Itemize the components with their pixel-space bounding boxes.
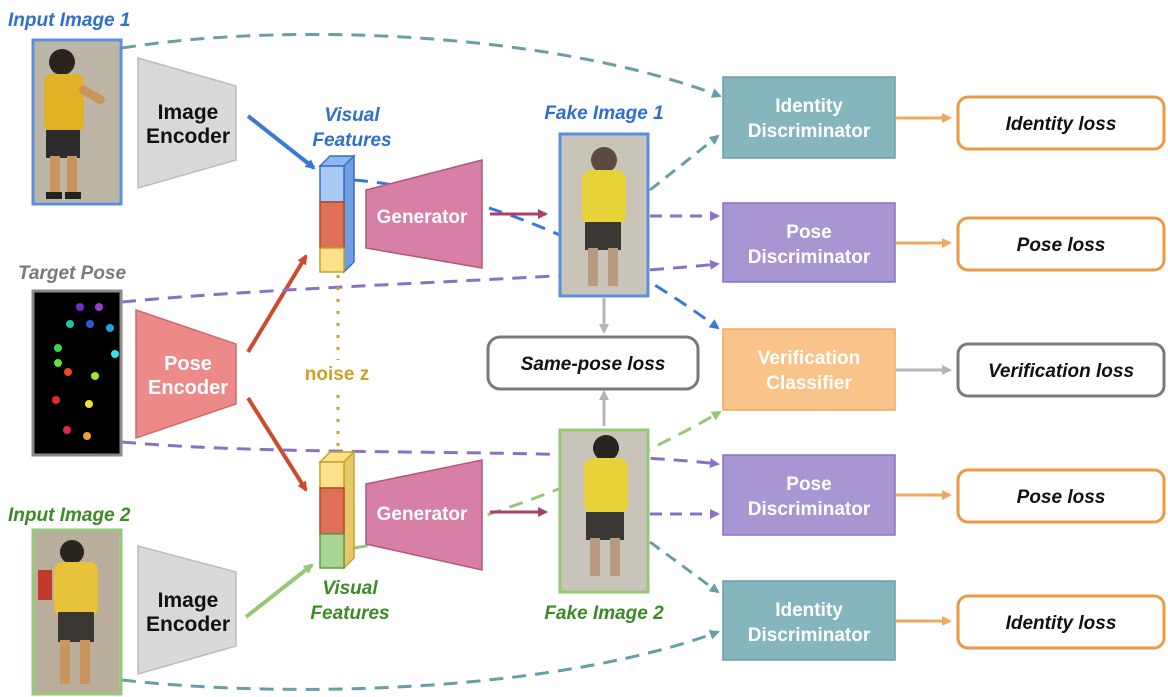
edge-input1-to-identity-disc (121, 32, 722, 98)
image-encoder-1-line1: Image (158, 101, 219, 124)
input-image-1 (31, 38, 123, 206)
image-encoder-2-line2: Encoder (146, 613, 230, 636)
noise-z-label: noise z (305, 364, 369, 385)
identity-discriminator-2: Identity Discriminator (722, 580, 896, 661)
feature-block-yellow (319, 247, 345, 273)
image-encoder-2: Image Encoder (137, 545, 237, 675)
input-image-2-label: Input Image 2 (8, 505, 131, 526)
verification-line1: Verification (758, 348, 860, 369)
edge-pose-encoder-to-features-top (246, 254, 308, 354)
pose-loss-2-label: Pose loss (1017, 487, 1106, 508)
target-pose-label: Target Pose (18, 263, 126, 284)
identity-discriminator-1: Identity Discriminator (722, 76, 896, 159)
pose-loss-box-2: Pose loss (956, 468, 1166, 524)
image-encoder-1-line2: Encoder (146, 125, 230, 148)
pose-keypoints-icon (52, 303, 119, 440)
edge-target-pose-to-pose-disc-1 (121, 259, 720, 304)
pose-disc-2-line2: Discriminator (748, 499, 871, 520)
feature-block-blue (319, 165, 345, 203)
feature-block-red (319, 487, 345, 535)
generator-2-label: Generator (377, 504, 468, 525)
verification-loss-label: Verification loss (988, 361, 1134, 382)
feature-stack-1 (318, 154, 356, 274)
identity-loss-box-2: Identity loss (956, 594, 1166, 650)
fake-image-1 (558, 132, 650, 298)
generator-1: Generator (365, 159, 483, 269)
pose-disc-1-line2: Discriminator (748, 247, 871, 268)
identity-loss-1-label: Identity loss (1006, 114, 1117, 135)
same-pose-loss-label: Same-pose loss (521, 354, 666, 375)
generator-2: Generator (365, 459, 483, 571)
pose-encoder: Pose Encoder (135, 308, 237, 440)
identity-disc-1-line2: Discriminator (748, 121, 871, 142)
person-photo-icon (35, 532, 119, 692)
feature-block-red (319, 201, 345, 249)
input-image-2 (31, 528, 123, 696)
edge-target-pose-to-pose-disc-2 (121, 440, 720, 469)
feature-stack-2 (318, 450, 356, 570)
identity-disc-2-line1: Identity (775, 600, 843, 621)
edge-pose-encoder-to-features-bottom (246, 396, 308, 492)
visual-features-1-line2: Features (312, 130, 391, 151)
person-photo-icon (35, 42, 119, 202)
fake-image-2 (558, 428, 650, 594)
identity-disc-1-line1: Identity (775, 96, 843, 117)
pose-loss-1-label: Pose loss (1017, 235, 1106, 256)
identity-disc-2-line2: Discriminator (748, 625, 871, 646)
pose-discriminator-2: Pose Discriminator (722, 454, 896, 536)
identity-loss-2-label: Identity loss (1006, 613, 1117, 634)
person-photo-icon (582, 147, 626, 286)
input-image-1-label: Input Image 1 (8, 10, 130, 31)
edge-encoder1-to-features (246, 114, 316, 170)
image-encoder-1: Image Encoder (137, 57, 237, 189)
pose-discriminator-1: Pose Discriminator (722, 202, 896, 283)
visual-features-2-line2: Features (310, 603, 389, 624)
verification-line2: Classifier (766, 373, 852, 394)
person-photo-icon (584, 435, 628, 576)
feature-block-green (319, 533, 345, 569)
image-encoder-2-line1: Image (158, 589, 219, 612)
edge-encoder2-to-features (244, 563, 314, 619)
edge-fake2-to-identity-disc (649, 540, 720, 594)
verification-loss-box: Verification loss (956, 342, 1166, 398)
feature-block-yellow (319, 461, 345, 489)
target-pose-image (31, 289, 123, 457)
identity-loss-box-1: Identity loss (956, 95, 1166, 151)
fake-image-1-label: Fake Image 1 (544, 103, 663, 124)
visual-features-2-line1: Visual (322, 578, 378, 599)
pose-loss-box-1: Pose loss (956, 216, 1166, 272)
edge-input2-to-identity-disc (121, 630, 720, 691)
generator-1-label: Generator (377, 207, 468, 228)
pose-disc-2-line1: Pose (786, 474, 831, 495)
verification-classifier: Verification Classifier (722, 328, 896, 411)
edge-fake1-to-identity-disc (649, 134, 720, 192)
same-pose-loss-box: Same-pose loss (486, 335, 700, 391)
fake-image-2-label: Fake Image 2 (544, 603, 664, 624)
pose-encoder-line1: Pose (164, 353, 212, 375)
visual-features-1-line1: Visual (324, 105, 380, 126)
pose-disc-1-line1: Pose (786, 222, 831, 243)
pose-encoder-line2: Encoder (148, 377, 228, 399)
